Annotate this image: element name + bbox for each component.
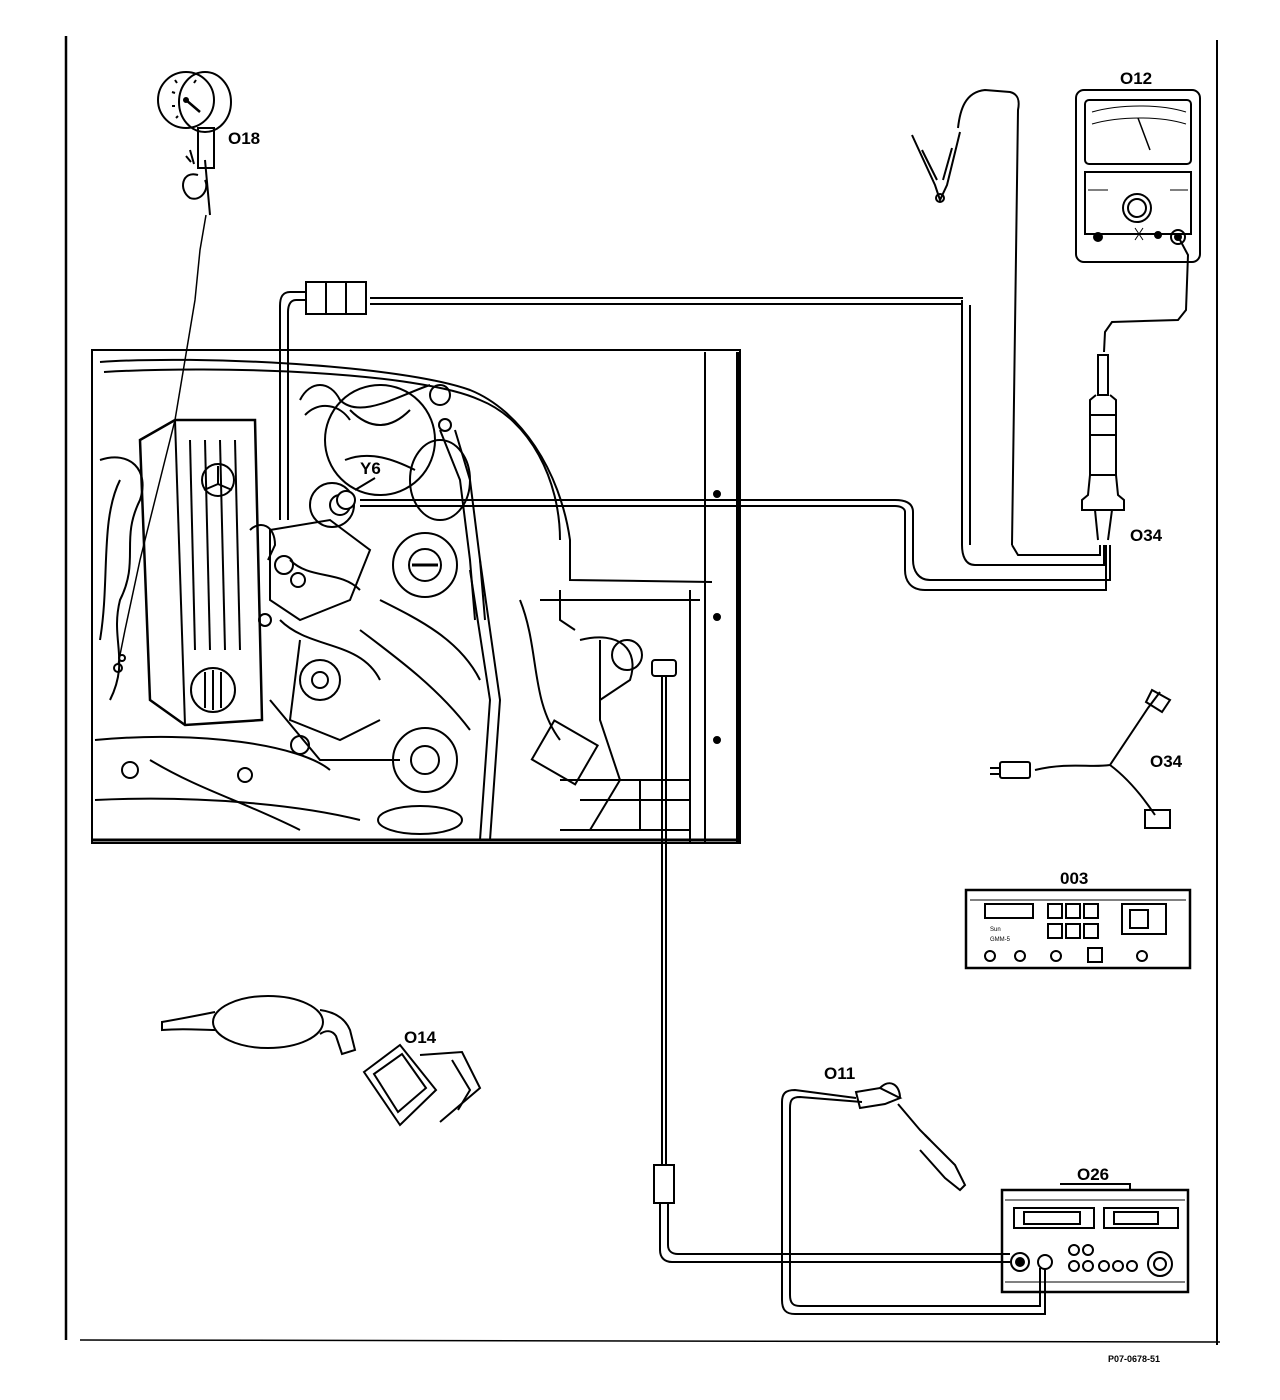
label-o34-top: O34 [1130, 526, 1163, 545]
engine-compartment-icon [91, 349, 741, 844]
inductive-pickup-icon [1081, 239, 1190, 541]
label-003: 003 [1060, 869, 1088, 888]
label-o18: O18 [228, 129, 260, 148]
vacuum-gauge-icon [113, 71, 232, 673]
reference-number: P07-0678-51 [1108, 1354, 1160, 1364]
tester-003-brand: Sun [990, 927, 1001, 933]
label-o34-adapter: O34 [1150, 752, 1183, 771]
label-o12: O12 [1120, 69, 1152, 88]
tester-026-icon [1000, 1183, 1190, 1294]
vacuum-pump-icon [161, 995, 482, 1127]
tester-cable [651, 659, 1010, 1263]
tester-003-model: GMM-5 [990, 937, 1011, 943]
probe-clip-icon [781, 1082, 1046, 1315]
alligator-clip-icon [911, 88, 1020, 546]
label-o26: O26 [1077, 1165, 1109, 1184]
multimeter-icon [1075, 89, 1201, 263]
y-adapter-cable-icon [990, 688, 1172, 829]
diagram-frame [64, 36, 1221, 1345]
tester-003-icon [964, 888, 1192, 970]
y6-valve [336, 477, 376, 510]
label-o11: O11 [824, 1064, 855, 1083]
pickup-cables [279, 281, 1111, 591]
label-o14: O14 [404, 1028, 437, 1047]
label-y6: Y6 [360, 459, 381, 478]
